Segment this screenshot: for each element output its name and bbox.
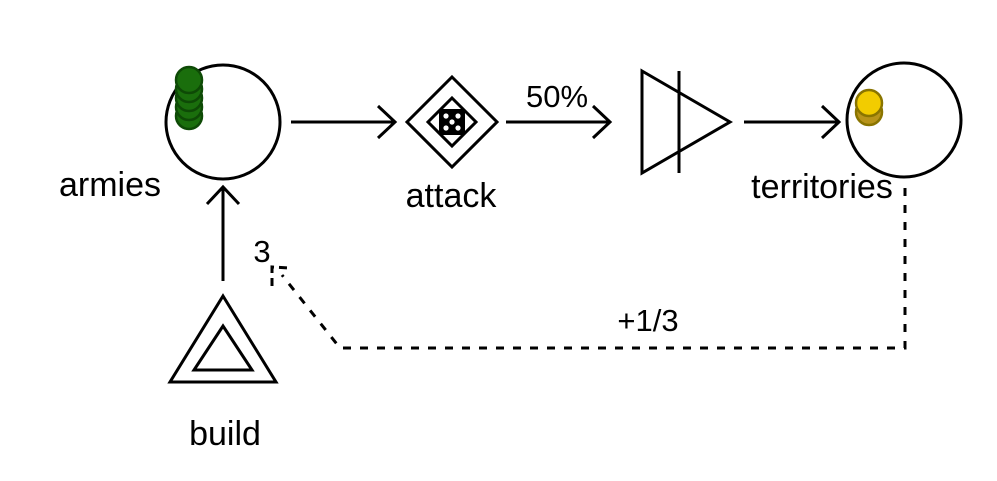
edge-build-armies-label: 3 xyxy=(253,234,270,269)
edge-armies-attack-arrowhead xyxy=(376,104,398,140)
edge-territories-to-build[interactable]: +1/3 xyxy=(270,188,907,350)
edge-territories-build-label: +1/3 xyxy=(617,303,678,338)
armies-label: armies xyxy=(59,166,161,204)
build-source-inner-triangle xyxy=(191,323,255,372)
territories-label: territories xyxy=(751,168,893,206)
converter-node[interactable] xyxy=(640,68,733,176)
edge-territories-build-dashed-line xyxy=(280,188,907,350)
edge-build-to-armies[interactable]: 3 xyxy=(205,184,271,281)
territories-tokens xyxy=(854,88,884,127)
resource-token xyxy=(174,65,204,95)
attack-gate[interactable]: attack xyxy=(404,74,500,215)
edge-attack-converter-arrowhead xyxy=(591,104,613,140)
territories-pool[interactable]: territories xyxy=(751,61,963,206)
edge-armies-to-attack[interactable] xyxy=(291,104,398,140)
edge-attack-to-converter[interactable]: 50% xyxy=(506,79,613,140)
edge-attack-converter-label: 50% xyxy=(526,79,588,114)
build-source-outer-triangle xyxy=(167,293,279,384)
build-label: build xyxy=(189,415,261,453)
attack-label: attack xyxy=(406,177,498,215)
edge-territories-build-arrowhead xyxy=(270,265,291,286)
resource-token xyxy=(854,88,884,118)
build-source[interactable]: build xyxy=(167,293,279,453)
dice-icon xyxy=(439,109,465,135)
edge-converter-to-territories[interactable] xyxy=(744,104,842,140)
armies-pool[interactable]: armies xyxy=(59,63,282,204)
edge-build-armies-arrowhead xyxy=(205,184,241,206)
edge-converter-territories-arrowhead xyxy=(820,104,842,140)
attack-gate-inner-diamond xyxy=(425,95,479,149)
armies-tokens xyxy=(174,65,204,131)
converter-triangle xyxy=(640,68,733,176)
